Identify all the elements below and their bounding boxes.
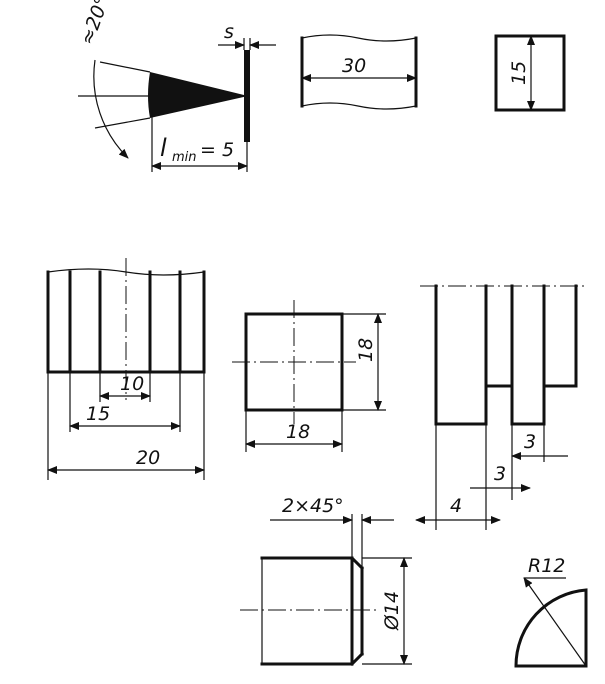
bar-width-figure: 30: [300, 34, 418, 110]
step-4-label: 4: [450, 495, 462, 517]
cylinder-figure: 2×45° Ø14: [240, 495, 412, 667]
dim-15-label: 15: [86, 403, 110, 425]
square-18-figure: 18 18: [232, 300, 386, 452]
square-height-18-label: 18: [355, 338, 377, 362]
dim-20-label: 20: [136, 447, 160, 469]
chamfer-label: 2×45°: [282, 495, 344, 517]
step-3a-label: 3: [524, 431, 536, 453]
radius-12-label: R12: [528, 555, 565, 577]
height-15-label: 15: [508, 61, 530, 85]
width-30-label: 30: [342, 55, 366, 77]
lmin-subscript: min: [172, 150, 197, 165]
square-width-18-label: 18: [286, 421, 310, 443]
tool-wedge: [148, 72, 248, 118]
diameter-14-label: Ø14: [381, 591, 403, 631]
workpiece-plate: [244, 50, 250, 142]
angle-label: ≈20°: [76, 0, 114, 48]
stepped-figure: 3 3 4: [415, 284, 588, 530]
step-3b-label: 3: [494, 463, 506, 485]
small-square-figure: 15: [494, 34, 566, 112]
radius-figure: R12: [514, 555, 588, 668]
cutting-tool-figure: ≈20° s l min = 5: [76, 0, 276, 172]
lmin-value: = 5: [200, 139, 234, 161]
lmin-symbol: l: [160, 134, 167, 162]
groove-figure: 10 15 20: [46, 258, 206, 480]
s-label: s: [224, 21, 234, 43]
dim-10-label: 10: [120, 373, 144, 395]
